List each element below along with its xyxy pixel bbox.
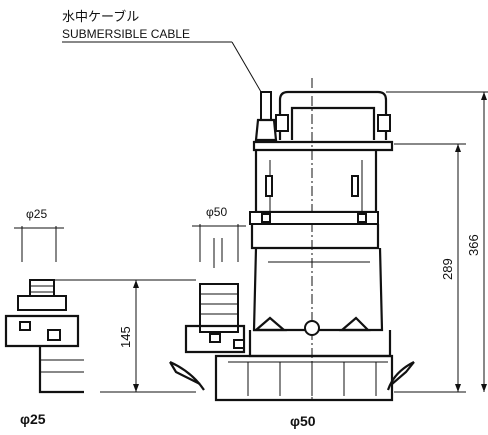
cable-label-en: SUBMERSIBLE CABLE — [62, 27, 190, 41]
dim-366-label: 366 — [466, 234, 481, 256]
caption-small-pump: φ25 — [20, 411, 46, 427]
small-pipe-dim-label: φ25 — [26, 207, 47, 221]
dimension-145: 145 — [42, 279, 196, 393]
dim-145-label: 145 — [118, 326, 133, 348]
large-pipe-dim-label: φ50 — [206, 205, 227, 219]
main-pump — [169, 90, 415, 402]
caption-large-pump: φ50 — [290, 413, 316, 429]
dimension-large-pipe: φ50 — [192, 205, 246, 262]
small-pump — [4, 279, 84, 394]
dimension-366: 366 — [386, 91, 488, 392]
dimension-289: 289 — [394, 143, 466, 393]
cable-label-jp: 水中ケーブル — [62, 9, 139, 24]
cable-leader — [62, 41, 265, 98]
dim-289-label: 289 — [440, 258, 455, 280]
dimension-small-pipe: φ25 — [14, 207, 64, 262]
